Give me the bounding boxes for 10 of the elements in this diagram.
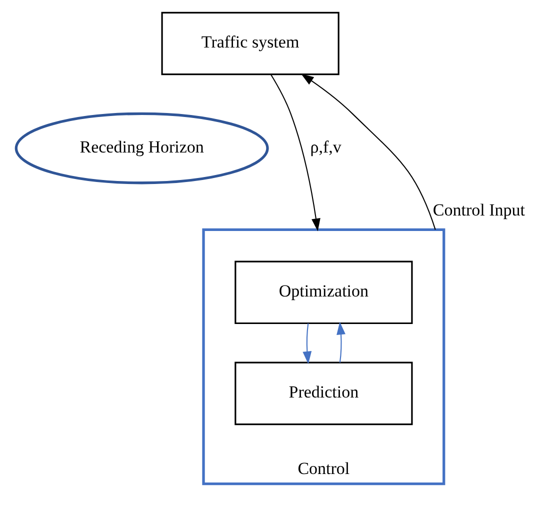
arrow [270,74,320,232]
node-box: Optimization [234,260,413,324]
arrow [300,74,436,230]
edge-label: Control Input [432,200,525,220]
arrow [302,323,312,364]
edge-label: ρ,f,v [310,137,342,156]
node-box: Traffic system [161,12,340,76]
arrow [336,322,346,363]
node-box: Prediction [234,362,413,426]
node-ellipse: Receding Horizon [14,112,269,184]
